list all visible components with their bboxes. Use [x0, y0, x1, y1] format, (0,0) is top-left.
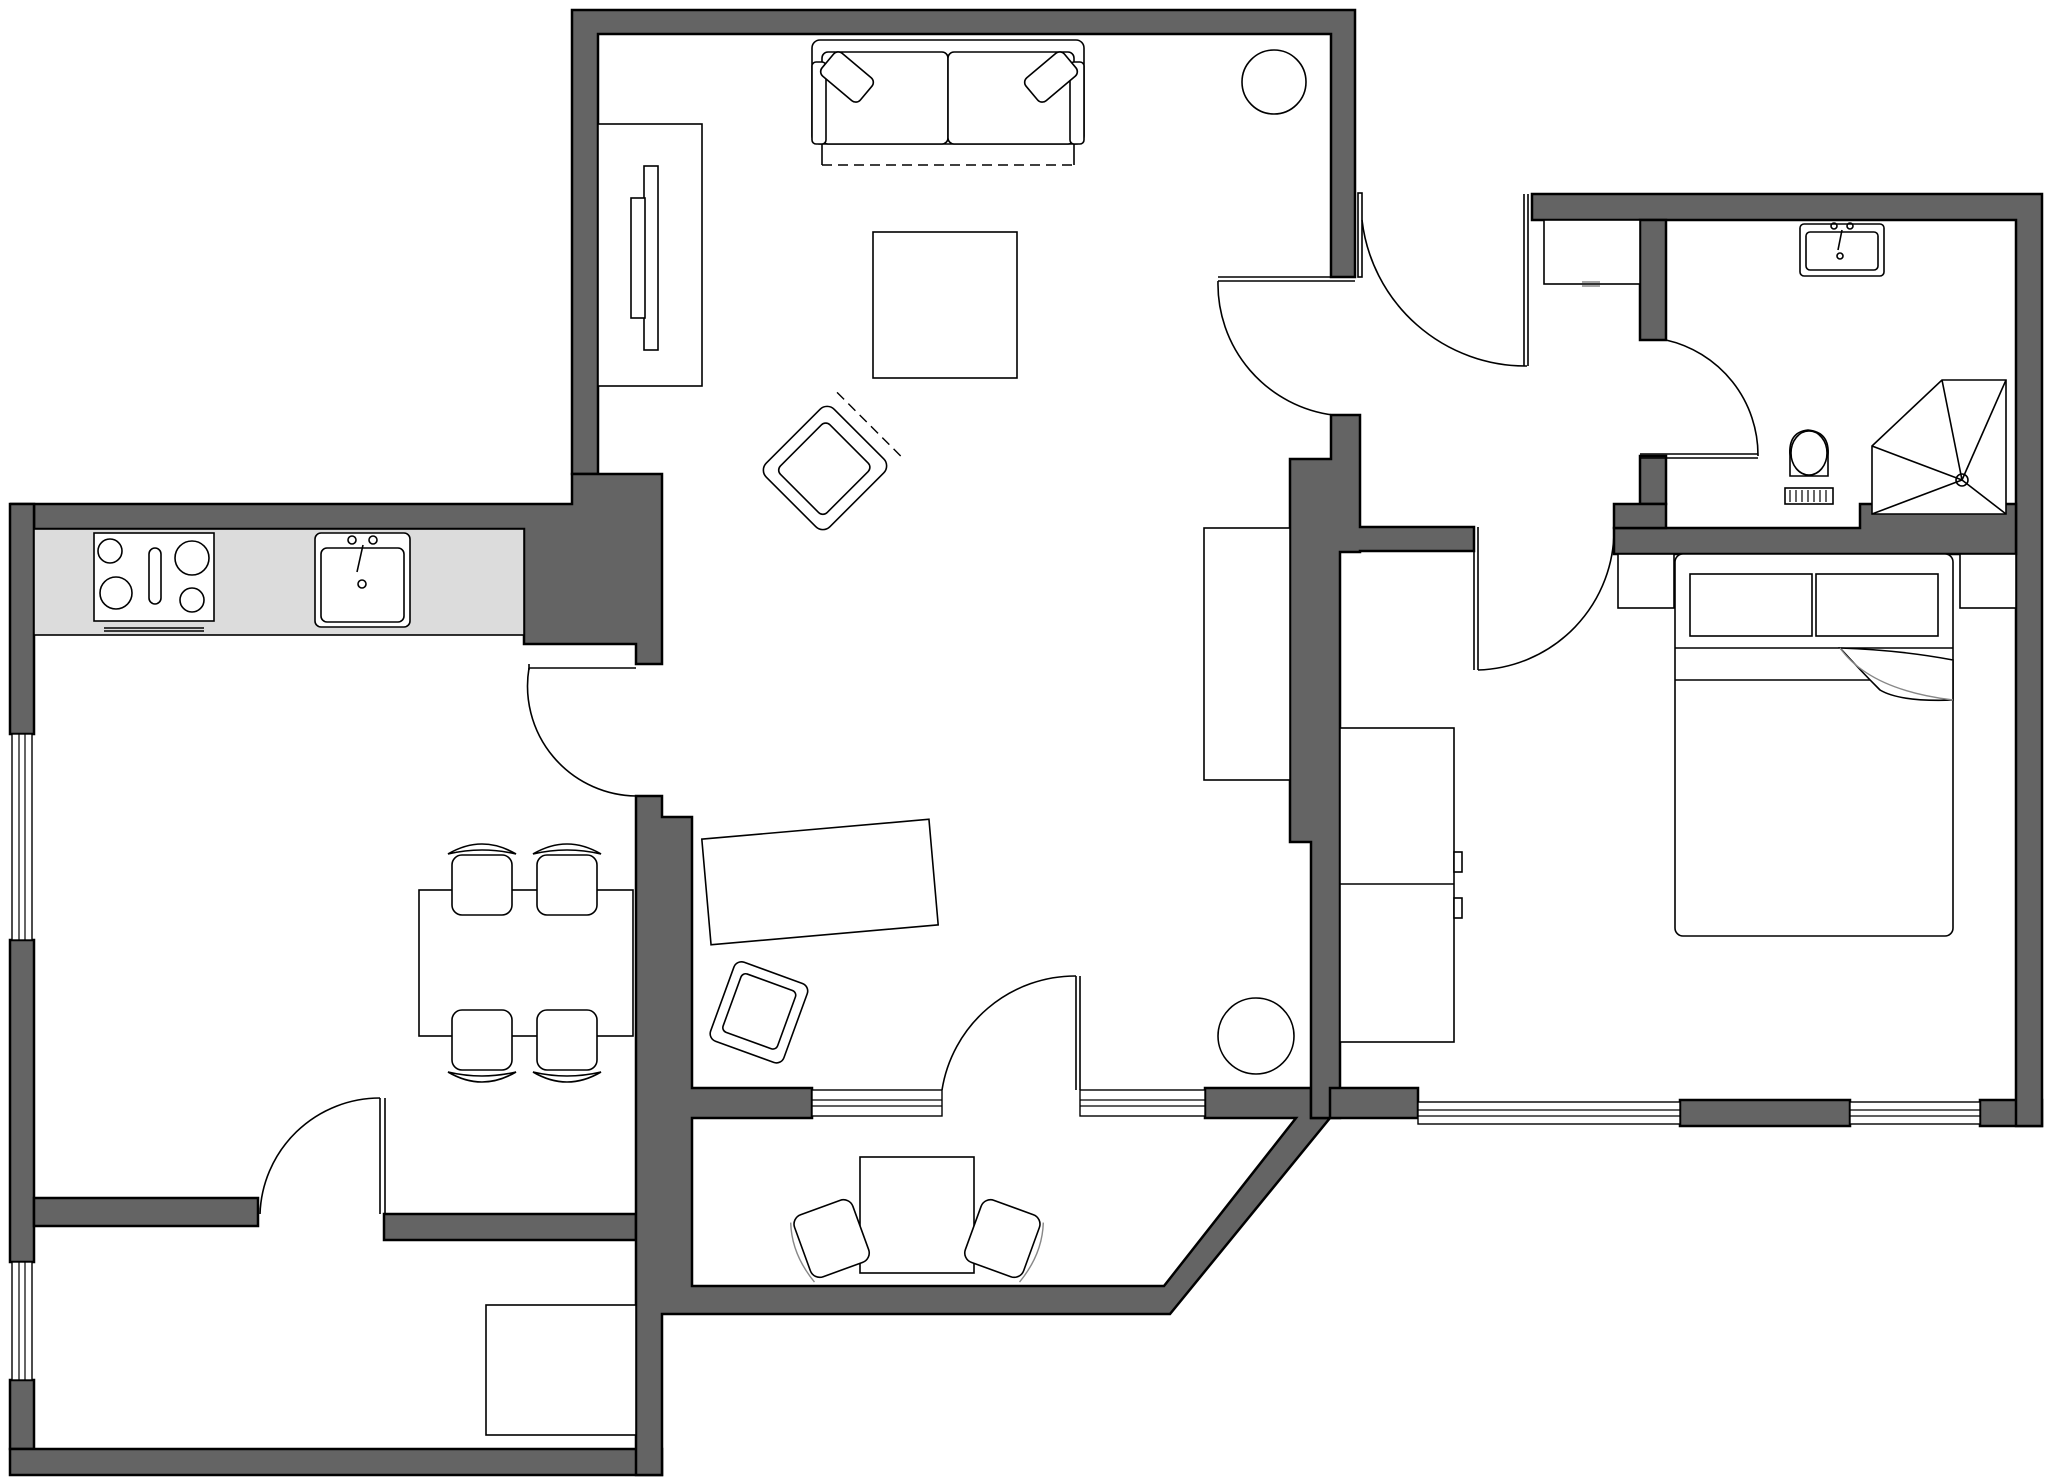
door-balcony — [941, 975, 1081, 1091]
wall-bathroom-left — [1638, 218, 1668, 342]
windows — [11, 733, 1981, 1381]
toilet — [1784, 429, 1834, 505]
wall-storage-left-lower — [8, 1378, 36, 1451]
wall-storage-bottom — [8, 1447, 664, 1477]
desk — [700, 818, 940, 946]
round-table-bottom — [1217, 997, 1295, 1075]
bedroom — [1339, 553, 2017, 1043]
balcony-chair-right — [963, 1198, 1045, 1283]
dining-chair-3 — [447, 1009, 517, 1083]
cooktop — [93, 532, 215, 632]
living-room — [597, 39, 1307, 1075]
hall-closet — [1543, 219, 1641, 285]
wall-bathroom-bottom-left — [1612, 502, 1668, 530]
wardrobe — [1339, 727, 1463, 1043]
kitchen-sink — [314, 532, 411, 628]
window-bedroom-bottom-right — [1849, 1101, 1981, 1125]
living-cabinet — [1203, 527, 1291, 781]
balcony-table — [859, 1156, 975, 1274]
wall-kitchen-left-upper — [8, 502, 36, 736]
sofa — [811, 39, 1085, 166]
kitchen — [33, 528, 634, 1083]
balcony — [789, 1156, 1045, 1283]
bathroom-sink — [1799, 222, 1885, 277]
window-storage-left — [11, 1261, 33, 1381]
wall-bathroom-left-lower — [1638, 454, 1668, 506]
door-bathroom — [1640, 339, 1759, 459]
door-kitchen-living — [526, 664, 638, 797]
walls — [8, 8, 2044, 1477]
double-bed — [1674, 553, 1954, 937]
door-bedroom — [1473, 527, 1615, 671]
shower — [1871, 379, 2007, 515]
door-living-hall — [1217, 276, 1355, 416]
window-kitchen-left — [11, 733, 33, 941]
dining-chair-1 — [447, 843, 517, 916]
window-bedroom-bottom-left — [1417, 1101, 1681, 1125]
wall-central-lower — [634, 794, 1333, 1477]
armchair-top — [762, 391, 902, 531]
door-storage — [259, 1097, 386, 1215]
tv-unit — [597, 123, 703, 387]
window-living-bottom-left — [811, 1089, 943, 1117]
nightstand-left — [1617, 553, 1675, 609]
wall-storage-partition-right — [382, 1212, 638, 1242]
armchair-bottom — [709, 960, 809, 1064]
wall-bathroom-bottom — [1612, 502, 2018, 556]
dining-chair-4 — [532, 1009, 602, 1083]
dining-chair-2 — [532, 843, 602, 916]
wall-bedroom-bottom-pier — [1678, 1098, 1852, 1128]
nightstand-right — [1959, 553, 2017, 609]
window-living-bottom-right — [1079, 1089, 1206, 1117]
coffee-table — [872, 231, 1018, 379]
bathroom — [1784, 222, 2007, 515]
round-table-top — [1241, 49, 1307, 115]
door-entry — [1357, 192, 1529, 367]
wall-kitchen-left-middle — [8, 938, 36, 1264]
wall-storage-partition-left — [32, 1196, 260, 1228]
hallway — [1543, 219, 1641, 287]
dining-table — [418, 889, 634, 1037]
balcony-chair-left — [789, 1198, 871, 1283]
wall-right-outer — [1530, 192, 2044, 1128]
doors — [259, 192, 1759, 1215]
wall-bedroom-bottom-left — [1328, 1086, 1420, 1120]
storage-cabinet — [485, 1304, 637, 1436]
